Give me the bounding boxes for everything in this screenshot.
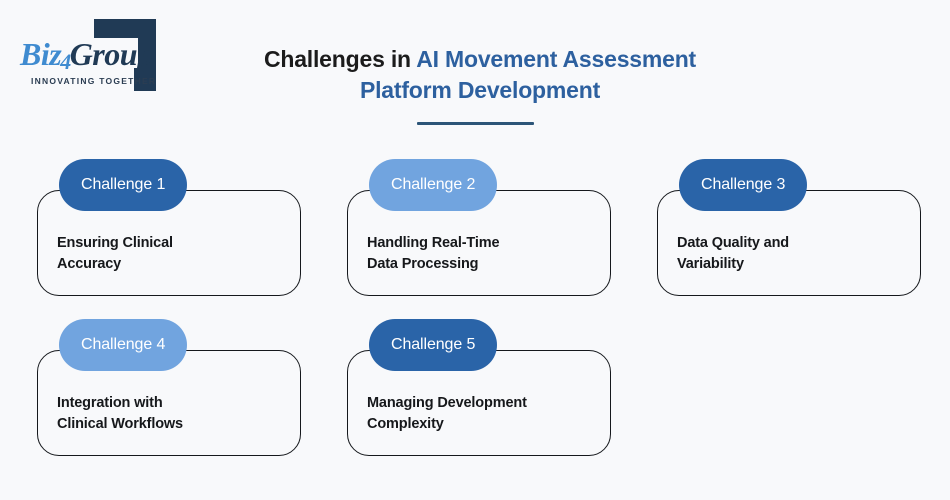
challenge-text-1: Ensuring Clinical Accuracy <box>57 235 173 272</box>
logo-wordmark-four: 4 <box>60 49 71 74</box>
logo-wordmark-biz: Biz <box>20 36 62 72</box>
challenge-card-5: Challenge 5 Managing Development Complex… <box>347 319 611 456</box>
logo-wordmark-group: Group <box>69 36 153 72</box>
challenge-badge-4: Challenge 4 <box>59 319 188 371</box>
challenge-badge-3: Challenge 3 <box>679 159 808 211</box>
challenge-text-3: Data Quality and Variability <box>677 235 790 272</box>
challenge-text-2: Handling Real-Time Data Processing <box>367 235 500 272</box>
challenge-card-4: Challenge 4 Integration with Clinical Wo… <box>37 319 301 456</box>
challenge-text-5: Managing Development Complexity <box>367 395 527 432</box>
page-title-accent: AI Movement Assessment Platform Developm… <box>359 46 697 103</box>
logo-wordmark: Biz4Group <box>20 36 153 73</box>
challenge-card-3: Challenge 3 Data Quality and Variability <box>657 159 921 296</box>
page-title-lead: Challenges in <box>263 46 417 72</box>
title-underline-divider <box>417 122 534 125</box>
company-logo: Biz4Group INNOVATING TOGETHER <box>20 16 195 96</box>
page-title: Challenges in AI Movement Assessment Pla… <box>250 44 710 106</box>
logo-tagline: INNOVATING TOGETHER <box>31 76 157 86</box>
challenge-text-4: Integration with Clinical Workflows <box>57 395 183 432</box>
challenge-badge-1: Challenge 1 <box>59 159 188 211</box>
challenge-card-2: Challenge 2 Handling Real-Time Data Proc… <box>347 159 611 296</box>
challenge-card-1: Challenge 1 Ensuring Clinical Accuracy <box>37 159 301 296</box>
challenge-badge-2: Challenge 2 <box>369 159 498 211</box>
logo-mark-notch-secondary-icon <box>116 38 138 68</box>
challenge-badge-5: Challenge 5 <box>369 319 498 371</box>
